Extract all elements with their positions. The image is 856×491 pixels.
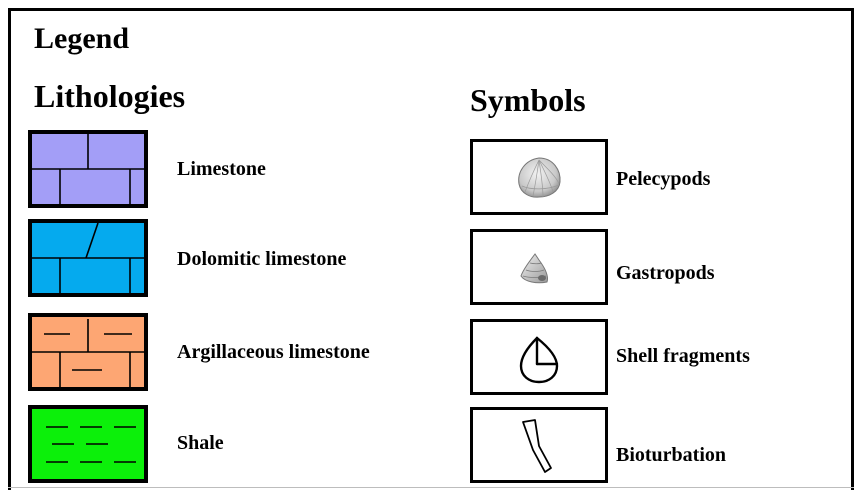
bioturbation-icon <box>473 410 605 480</box>
shell-fragment-icon <box>473 322 605 392</box>
gastropod-shell-icon <box>473 232 605 302</box>
shell-fragments-symbol-box <box>470 319 608 395</box>
pelecypods-label: Pelecypods <box>616 168 710 191</box>
symbols-heading: Symbols <box>470 82 586 119</box>
shale-swatch <box>28 405 148 483</box>
argillaceous-limestone-label: Argillaceous limestone <box>177 341 370 364</box>
bottom-divider <box>8 487 854 488</box>
bioturbation-label: Bioturbation <box>616 444 726 467</box>
dolomitic-limestone-label: Dolomitic limestone <box>177 248 346 271</box>
limestone-label: Limestone <box>177 158 266 181</box>
lithologies-heading: Lithologies <box>34 78 185 115</box>
bioturbation-symbol-box <box>470 407 608 483</box>
limestone-swatch <box>28 130 148 208</box>
dolomitic-limestone-swatch <box>28 219 148 297</box>
legend-title: Legend <box>34 22 129 56</box>
argillaceous-limestone-swatch <box>28 313 148 391</box>
pelecypods-symbol-box <box>470 139 608 215</box>
pelecypod-shell-icon <box>473 142 605 212</box>
shale-label: Shale <box>177 432 224 455</box>
shell-fragments-label: Shell fragments <box>616 345 750 368</box>
gastropods-symbol-box <box>470 229 608 305</box>
gastropods-label: Gastropods <box>616 262 715 285</box>
